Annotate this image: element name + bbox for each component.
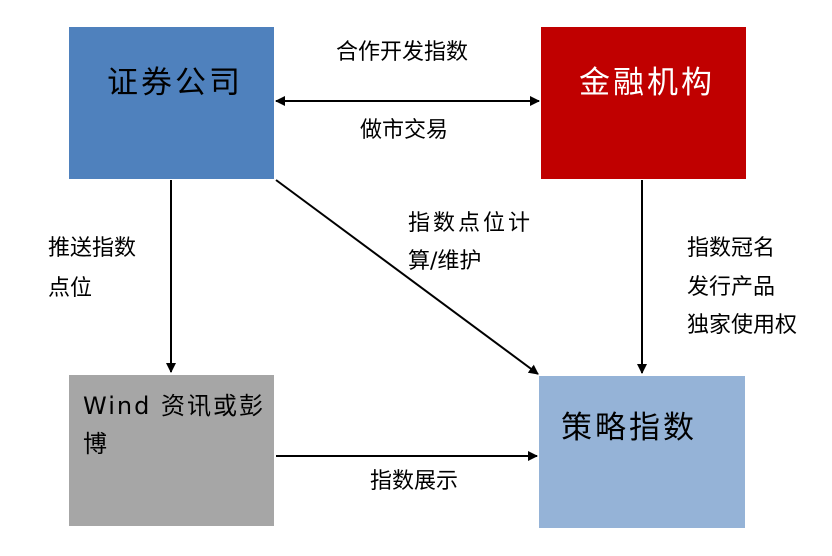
edge-label-market-making: 做市交易 (360, 118, 449, 143)
node-label: 金融机构 (579, 65, 715, 101)
node-wind-bloomberg: Wind 资讯或彭博 (69, 375, 274, 526)
node-strategy-index: 策略指数 (539, 376, 745, 528)
edge-label-push-line1: 推送指数 (48, 236, 137, 261)
edge-label-naming-line1: 指数冠名 (687, 236, 776, 261)
node-label: Wind 资讯或彭博 (83, 392, 265, 458)
arrow-securities-strategy (275, 179, 539, 375)
edge-label-naming-line3: 独家使用权 (687, 313, 798, 338)
edge-label-naming-line2: 发行产品 (687, 275, 776, 300)
node-label: 证券公司 (107, 65, 243, 101)
edge-label-push-line2: 点位 (48, 276, 93, 301)
edge-label-calc-line1: 指数点位计 (408, 211, 534, 236)
edge-label-display: 指数展示 (370, 469, 459, 494)
node-label: 策略指数 (561, 410, 697, 446)
node-financial-institution: 金融机构 (541, 27, 746, 179)
edge-label-cooperate: 合作开发指数 (336, 40, 469, 65)
node-securities-company: 证券公司 (69, 27, 274, 179)
edge-label-calc-line2: 算/维护 (408, 249, 482, 274)
